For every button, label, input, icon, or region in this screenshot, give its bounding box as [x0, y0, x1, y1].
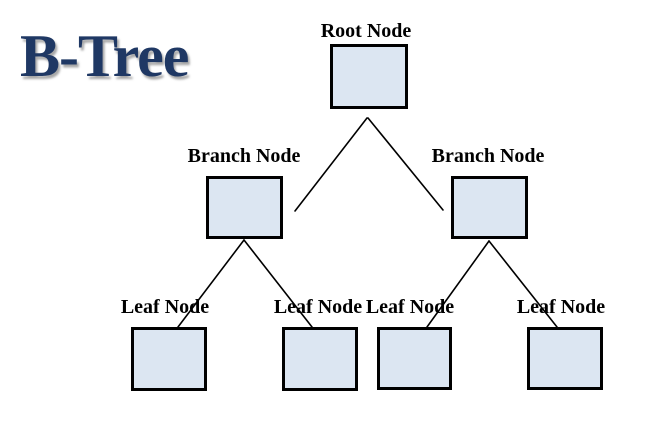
- leaf-node-4-box: [527, 327, 603, 390]
- branch-node-left-box: [206, 176, 283, 239]
- leaf-node-3-box: [377, 327, 452, 390]
- leaf-node-2-box: [282, 327, 358, 391]
- leaf-node-2-label: Leaf Node: [273, 296, 363, 318]
- root-node-box: [330, 44, 408, 109]
- leaf-node-1-box: [131, 327, 207, 391]
- diagram-title: B-Tree: [20, 23, 189, 89]
- leaf-node-4-label: Leaf Node: [516, 296, 606, 318]
- leaf-node-1-label: Leaf Node: [120, 296, 210, 318]
- leaf-node-3-label: Leaf Node: [365, 296, 455, 318]
- branch-node-left-label: Branch Node: [187, 145, 301, 167]
- connector-root-to-branch-left: [294, 117, 368, 212]
- root-node-label: Root Node: [320, 20, 412, 42]
- branch-node-right-label: Branch Node: [431, 145, 545, 167]
- branch-node-right-box: [451, 176, 528, 239]
